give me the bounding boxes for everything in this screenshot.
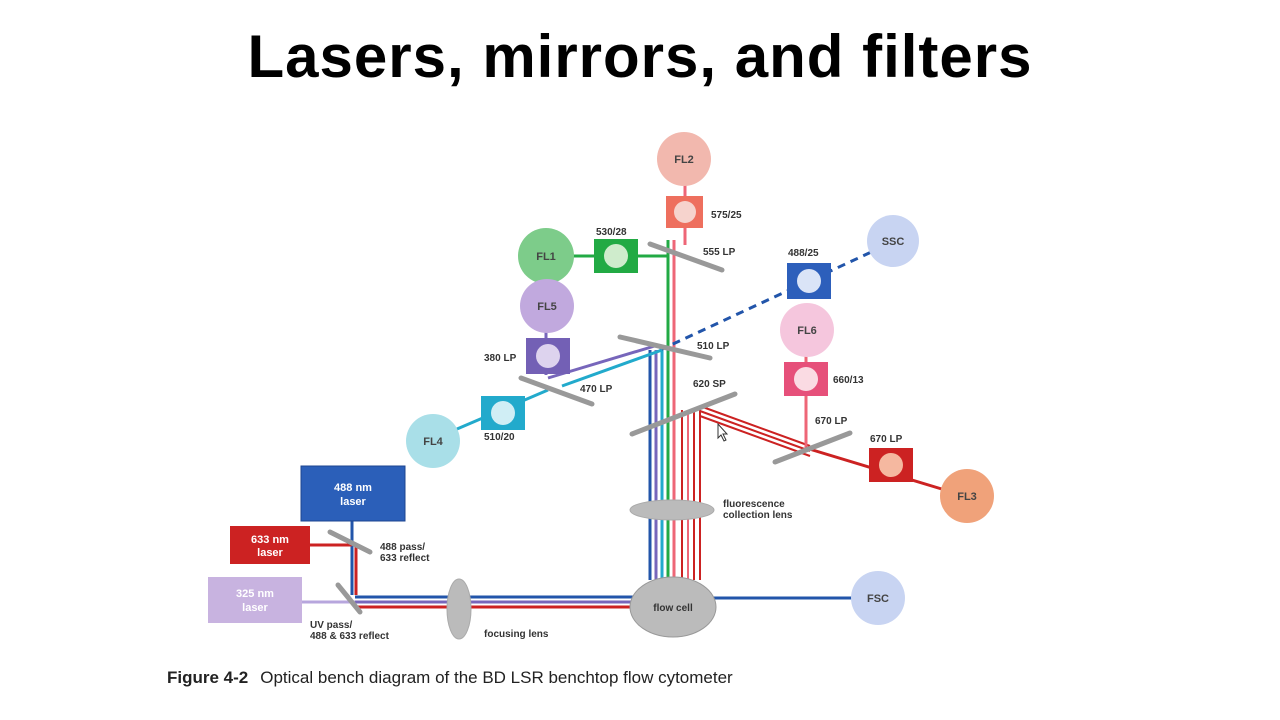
mirror-620sp (629, 391, 738, 437)
detector-fl5: FL5 (520, 279, 574, 333)
svg-text:SSC: SSC (882, 236, 905, 248)
svg-text:488 nm: 488 nm (334, 482, 372, 494)
mirror-470lp (518, 375, 595, 407)
collection-lens (629, 499, 715, 521)
collection-lens-label-1: fluorescence (723, 499, 785, 510)
beam-paths (302, 178, 946, 609)
svg-text:laser: laser (257, 547, 283, 559)
collection-lens-label-2: collection lens (723, 510, 793, 521)
detector-fl2: FL2 (657, 132, 711, 186)
filter-575 (666, 196, 703, 228)
flow-cell-label: flow cell (653, 603, 693, 614)
svg-text:325 nm: 325 nm (236, 588, 274, 600)
laser-488: 488 nm laser (300, 465, 406, 522)
filter-660-label: 660/13 (833, 375, 864, 386)
laser-325: 325 nm laser (208, 577, 302, 623)
mirror-670-label: 670 LP (815, 416, 848, 427)
detector-fl6: FL6 (780, 303, 834, 357)
flow-cell (629, 576, 717, 638)
svg-text:FL6: FL6 (797, 325, 817, 337)
mirror-488pass (327, 529, 373, 555)
laser-633: 633 nm laser (230, 526, 310, 564)
mirror-555-label: 555 LP (703, 247, 736, 258)
svg-text:FL1: FL1 (536, 251, 556, 263)
dichroic2-label-1: UV pass/ (310, 620, 352, 631)
mirror-620-label: 620 SP (693, 379, 726, 390)
dichroic1-label-1: 488 pass/ (380, 542, 425, 553)
svg-text:FL5: FL5 (537, 301, 557, 313)
filter-575-label: 575/25 (711, 210, 742, 221)
svg-text:laser: laser (340, 496, 366, 508)
mirror-510lp (617, 334, 713, 361)
filter-660 (784, 362, 828, 396)
filter-488 (787, 263, 831, 299)
filter-380 (526, 338, 570, 374)
svg-text:FL2: FL2 (674, 154, 694, 166)
cursor-icon (717, 422, 729, 442)
mirror-uvpass (335, 582, 363, 615)
dichroic1-label-2: 633 reflect (380, 553, 430, 564)
detector-fl4: FL4 (406, 414, 460, 468)
svg-text:633 nm: 633 nm (251, 534, 289, 546)
detector-fl1: FL1 (518, 228, 574, 284)
svg-text:FL4: FL4 (423, 436, 443, 448)
filter-380-label: 380 LP (484, 353, 517, 364)
filter-510-label: 510/20 (484, 432, 515, 443)
filter-488-label: 488/25 (788, 248, 819, 259)
mirror-510-label: 510 LP (697, 341, 730, 352)
mirror-670lp (772, 430, 853, 465)
dichroic-mirrors (327, 241, 853, 615)
filter-510 (481, 396, 525, 430)
filter-530-label: 530/28 (596, 227, 627, 238)
component-labels: 575/25 530/28 555 LP 488/25 380 LP 510 L… (310, 210, 903, 642)
figure-number: Figure 4-2 (167, 668, 249, 687)
filter-670-label: 670 LP (870, 434, 903, 445)
mirror-555lp (647, 241, 725, 273)
detector-fl3: FL3 (940, 469, 994, 523)
focusing-lens-label: focusing lens (484, 629, 549, 640)
focusing-lens (446, 578, 472, 640)
filter-530 (594, 239, 638, 273)
dichroic2-label-2: 488 & 633 reflect (310, 631, 390, 642)
svg-text:FSC: FSC (867, 593, 889, 605)
detector-ssc: SSC (867, 215, 919, 267)
figure-caption-text: Optical bench diagram of the BD LSR benc… (260, 668, 733, 687)
mirror-470-label: 470 LP (580, 384, 613, 395)
figure-caption: Figure 4-2 Optical bench diagram of the B… (167, 668, 733, 688)
detector-fsc: FSC (851, 571, 905, 625)
slide-title: Lasers, mirrors, and filters (247, 23, 1033, 90)
filter-670 (869, 448, 913, 482)
svg-text:FL3: FL3 (957, 491, 977, 503)
svg-text:laser: laser (242, 602, 268, 614)
